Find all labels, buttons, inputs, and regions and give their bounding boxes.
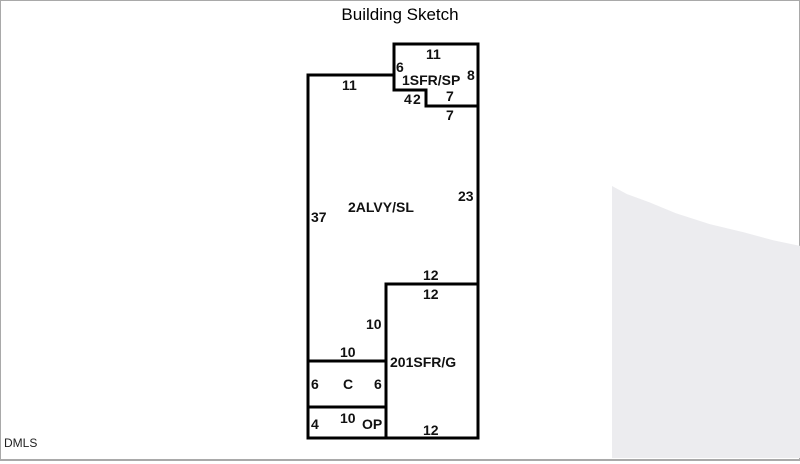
area-label-top: 1SFR/SP <box>402 72 460 88</box>
dim-top-left: 6 <box>396 59 404 75</box>
area-label-carport: C <box>343 376 353 392</box>
source-label: DMLS <box>4 436 38 450</box>
dim-top-right: 8 <box>467 67 475 83</box>
dim-carport-top: 10 <box>340 344 356 360</box>
dim-top-notch-a: 4 <box>404 91 412 107</box>
dim-main-right: 23 <box>458 188 474 204</box>
area-label-main: 2ALVY/SL <box>348 199 414 215</box>
dim-garage-top-outer: 12 <box>423 267 439 283</box>
dim-carport-left: 6 <box>311 376 319 392</box>
dim-top-notch-b: 2 <box>413 91 421 107</box>
dim-porch-top: 10 <box>340 410 356 426</box>
dim-porch-left: 4 <box>311 416 319 432</box>
dim-top-inner: 7 <box>446 88 454 104</box>
page-title: Building Sketch <box>341 5 459 24</box>
top-room-wall <box>392 75 478 108</box>
dim-main-top: 11 <box>342 77 357 93</box>
garage-wall <box>384 282 478 438</box>
dim-top-width-upper: 11 <box>426 46 441 62</box>
dim-garage-top-inner: 12 <box>423 286 439 302</box>
dim-carport-right: 6 <box>374 376 382 392</box>
dim-garage-bottom: 12 <box>423 422 439 438</box>
dim-top-outer: 7 <box>446 107 454 123</box>
dim-main-left: 37 <box>311 209 327 225</box>
dim-garage-left: 10 <box>366 316 382 332</box>
area-label-porch: OP <box>362 416 382 432</box>
area-label-garage: 201SFR/G <box>390 354 456 370</box>
